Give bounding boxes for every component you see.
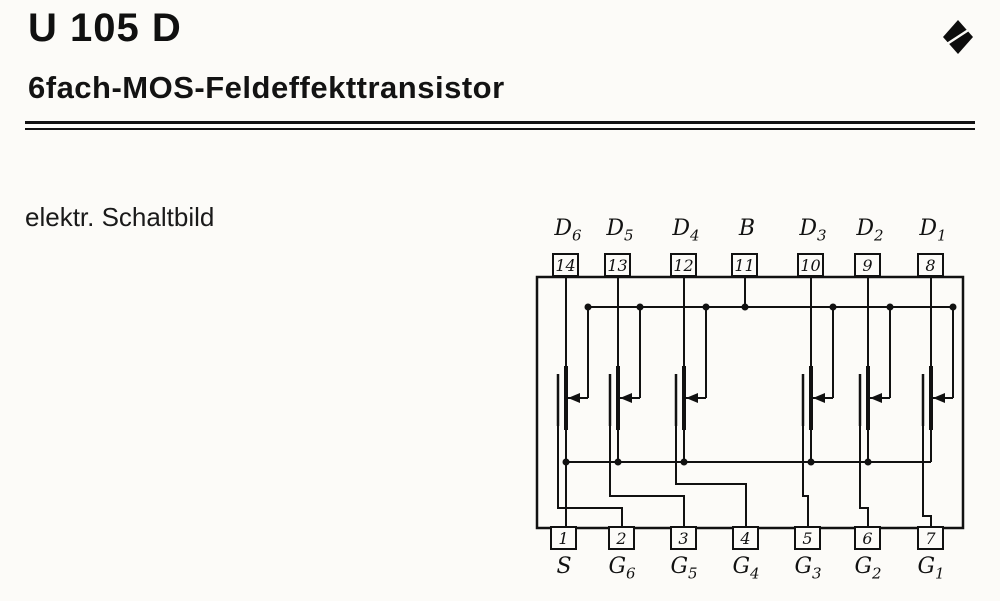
pin-label-b: B [738,216,756,241]
transistor-t4 [674,275,747,527]
diamond-icon [943,20,973,54]
pin-box-11: 11 [731,253,758,277]
pin-label-g5: G5 [670,554,698,583]
part-number: U 105 D [28,6,182,50]
pin-box-2: 2 [608,526,635,550]
title-rule [25,121,975,130]
transistor-t5 [608,275,685,527]
pin-box-5: 5 [794,526,821,550]
pin-box-6: 6 [854,526,881,550]
pin-label-d2: D2 [856,216,884,245]
page-subtitle: 6fach-MOS-Feldeffekttransistor [28,70,505,105]
pin-box-13: 13 [604,253,631,277]
pin-label-g2: G2 [854,554,882,583]
pin-label-d3: D3 [799,216,827,245]
pin-box-14: 14 [552,253,579,277]
pin-label-d6: D6 [554,216,582,245]
ic-outline [535,275,965,530]
pin-label-d1: D1 [919,216,947,245]
pin-box-3: 3 [670,526,697,550]
transistor-t3 [801,275,837,527]
pin-box-7: 7 [917,526,944,550]
pin-label-d5: D5 [606,216,634,245]
pin-label-g1: G1 [917,554,945,583]
pin-box-8: 8 [917,253,944,277]
pin-box-10: 10 [797,253,824,277]
transistor-t6 [556,275,623,527]
pin-label-g3: G3 [794,554,822,583]
pin-box-12: 12 [670,253,697,277]
pin-box-1: 1 [550,526,577,550]
pin-label-g4: G4 [732,554,760,583]
pin-label-g6: G6 [608,554,636,583]
pin-label-d4: D4 [672,216,700,245]
pin-box-4: 4 [732,526,759,550]
pin-box-9: 9 [854,253,881,277]
pin-label-s: S [556,554,572,579]
transistor-t2 [858,275,894,527]
transistor-t1 [921,275,957,527]
section-label: elektr. Schaltbild [25,202,215,232]
